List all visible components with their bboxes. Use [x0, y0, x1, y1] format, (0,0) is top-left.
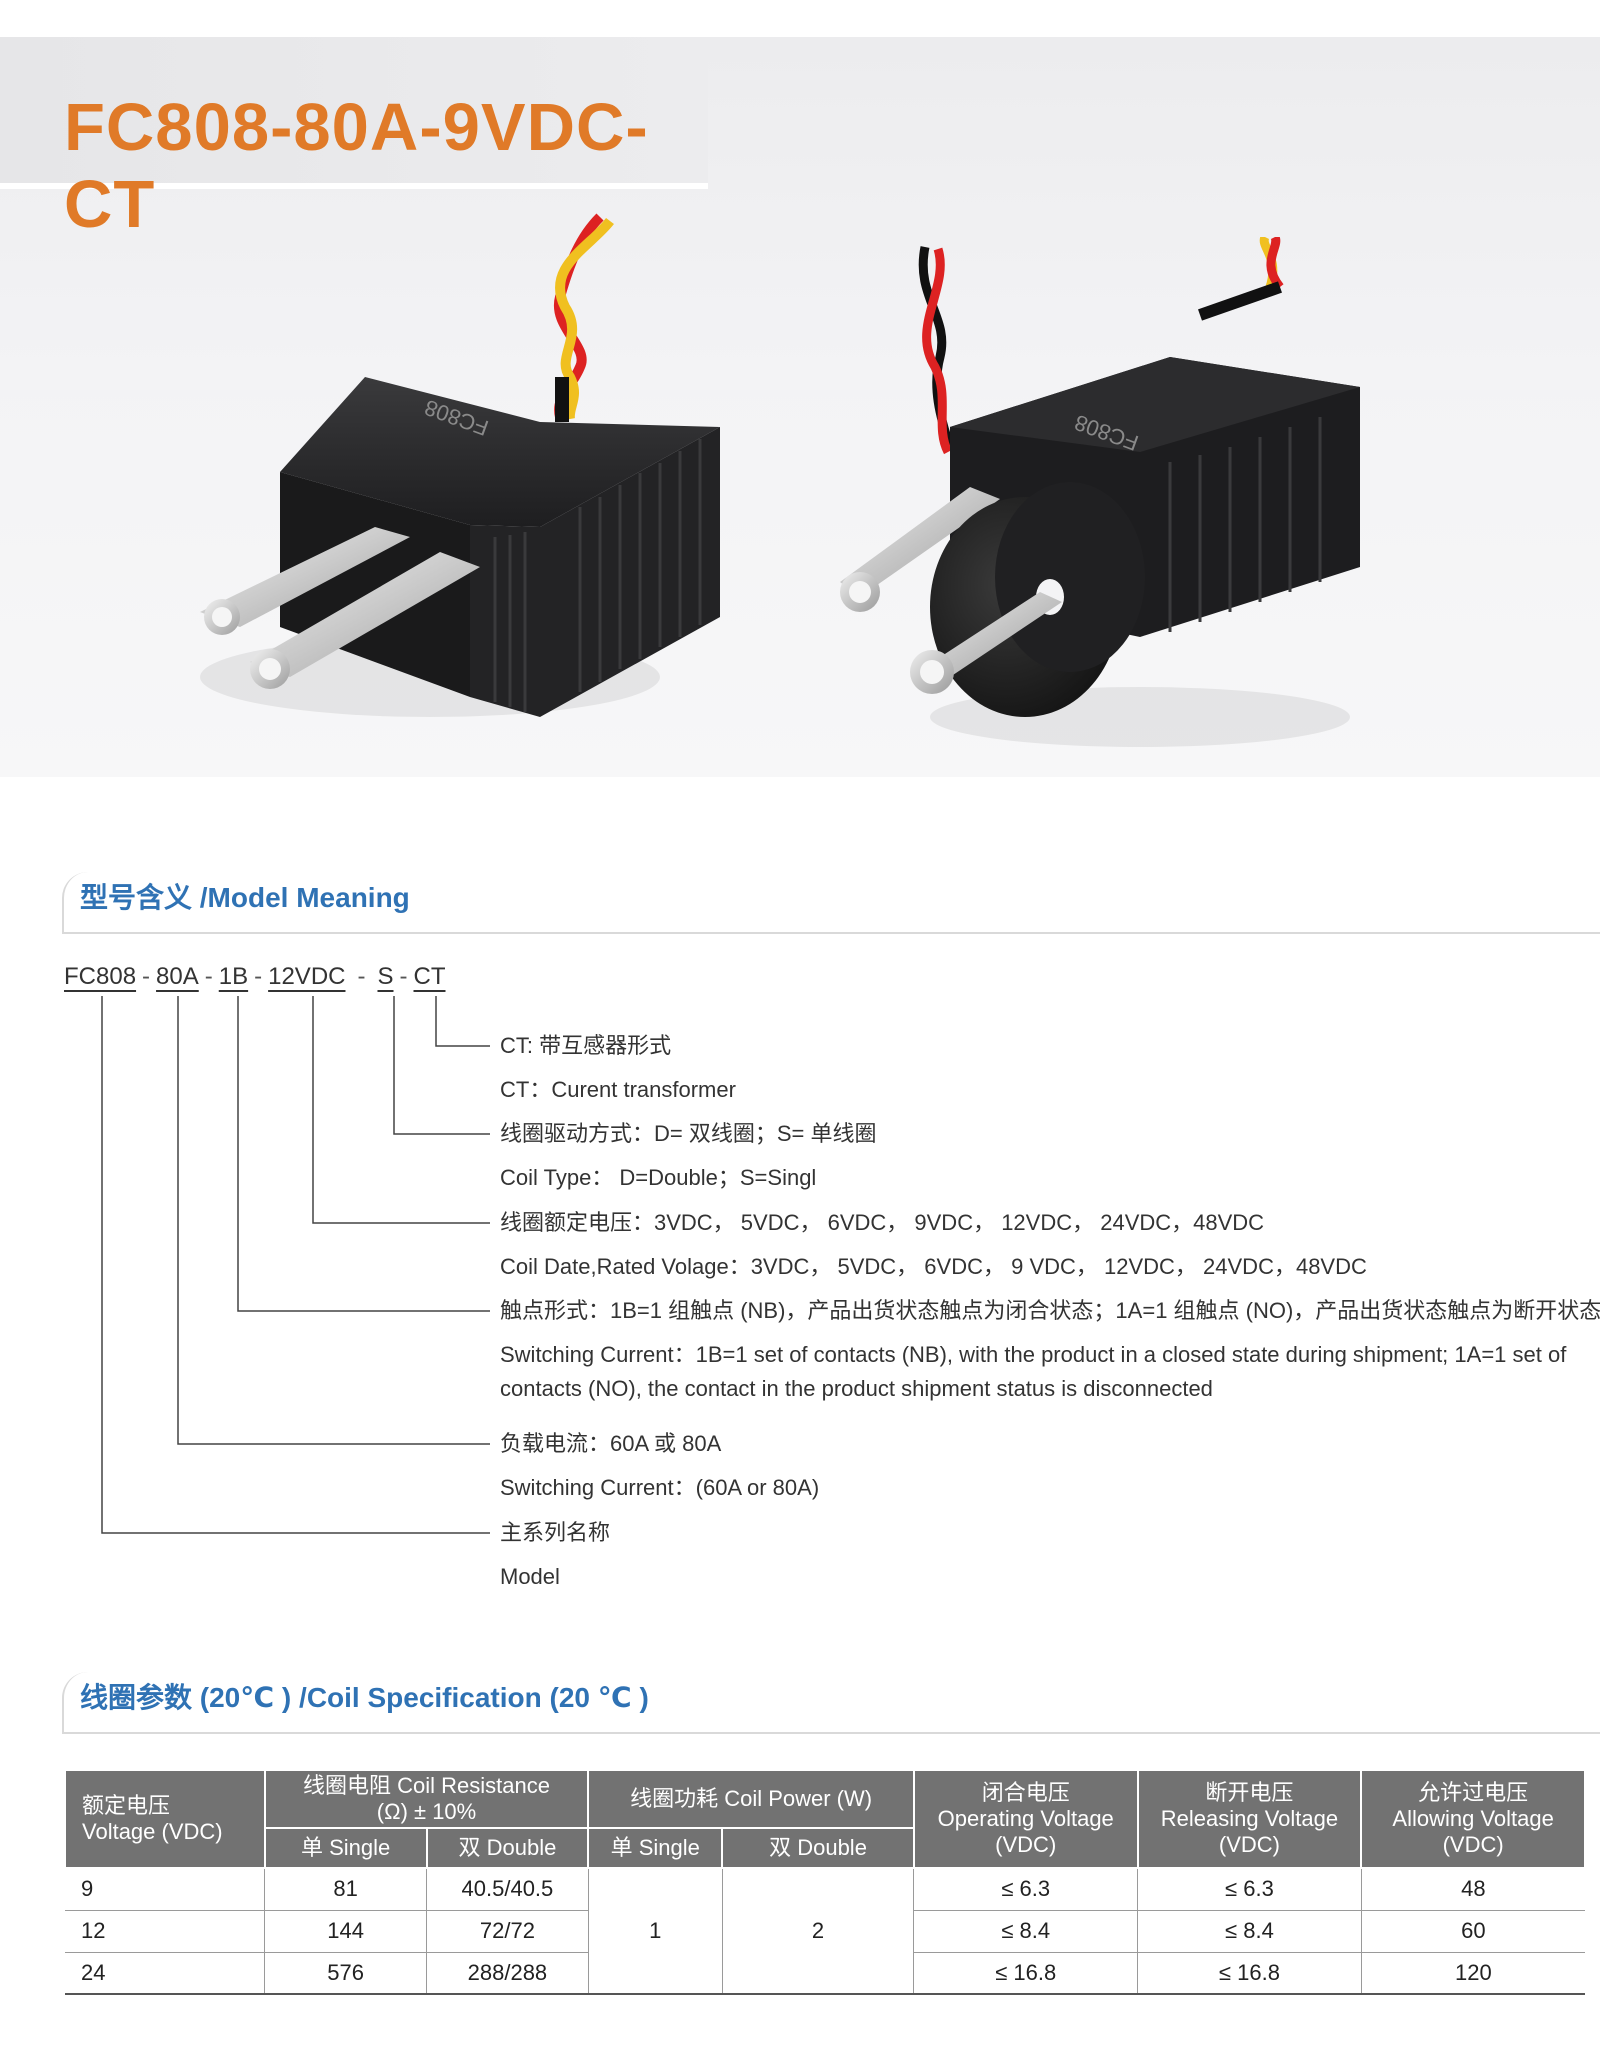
- section-title: 线圈参数 (20℃ ) /Coil Specification (20 ℃ ): [80, 1682, 649, 1713]
- table-row: 12 144 72/72 ≤ 8.4 ≤ 8.4 60: [65, 1910, 1585, 1953]
- cell-res-double: 72/72: [426, 1910, 589, 1953]
- cell-releasing: ≤ 16.8: [1137, 1952, 1362, 1995]
- desc-voltage-cn: 线圈额定电压：3VDC， 5VDC， 6VDC， 9VDC， 12VDC， 24…: [500, 1210, 1265, 1235]
- code-voltage: 12VDC: [268, 963, 346, 990]
- relay-photo-left: FC808: [160, 207, 720, 767]
- desc-coil-type-en: Coil Type： D=Double；S=Singl: [500, 1165, 817, 1190]
- product-hero: FC808-80A-9VDC-CT: [0, 37, 1600, 777]
- th-power-single: 单 Single: [587, 1827, 724, 1869]
- cell-releasing: ≤ 6.3: [1137, 1867, 1362, 1911]
- th-power-double: 双 Double: [721, 1827, 915, 1869]
- desc-coil-type-cn: 线圈驱动方式：D= 双线圈；S= 单线圈: [500, 1121, 877, 1146]
- section-coil-spec: 线圈参数 (20℃ ) /Coil Specification (20 ℃ ): [62, 1672, 1600, 1734]
- cell-operating: ≤ 6.3: [913, 1867, 1139, 1911]
- cell-power-double: 2: [722, 1867, 915, 1995]
- desc-ct-en: CT：Curent transformer: [500, 1077, 736, 1102]
- desc-load-en: Switching Current：(60A or 80A): [500, 1475, 820, 1500]
- cell-res-single: 144: [264, 1910, 427, 1953]
- section-title: 型号含义 /Model Meaning: [80, 882, 410, 913]
- desc-model-cn: 主系列名称: [500, 1520, 611, 1545]
- title-bar: FC808-80A-9VDC-CT: [0, 37, 708, 242]
- code-coil-type: S: [377, 963, 394, 990]
- cell-operating: ≤ 16.8: [913, 1952, 1139, 1995]
- cell-allowing: 48: [1361, 1867, 1585, 1911]
- code-ct: CT: [413, 963, 446, 990]
- table-row: 24 576 288/288 ≤ 16.8 ≤ 16.8 120: [65, 1952, 1585, 1995]
- cell-res-single: 81: [264, 1867, 427, 1911]
- cell-res-single: 576: [264, 1952, 427, 1995]
- th-res-single: 单 Single: [263, 1827, 428, 1869]
- cell-releasing: ≤ 8.4: [1137, 1910, 1362, 1953]
- cell-voltage: 24: [65, 1952, 266, 1995]
- th-coil-power: 线圈功耗 Coil Power (W): [587, 1769, 915, 1829]
- code-contact: 1B: [218, 963, 249, 990]
- cell-allowing: 120: [1361, 1952, 1585, 1995]
- th-res-double: 双 Double: [425, 1827, 590, 1869]
- cell-res-double: 40.5/40.5: [426, 1867, 589, 1911]
- th-allowing-voltage: 允许过电压 Allowing Voltage (VDC): [1360, 1769, 1586, 1869]
- code-current: 80A: [156, 963, 199, 990]
- th-operating-voltage: 闭合电压 Operating Voltage (VDC): [912, 1769, 1139, 1869]
- code-series: FC808: [64, 963, 137, 990]
- desc-model-en: Model: [500, 1564, 560, 1589]
- product-title: FC808-80A-9VDC-CT: [64, 90, 649, 242]
- cell-res-double: 288/288: [426, 1952, 589, 1995]
- desc-contact-cn: 触点形式：1B=1 组触点 (NB)，产品出货状态触点为闭合状态；1A=1 组触…: [500, 1298, 1600, 1323]
- desc-load-cn: 负载电流：60A 或 80A: [500, 1431, 722, 1456]
- desc-ct-cn: CT: 带互感器形式: [500, 1033, 672, 1058]
- coil-spec-table: 额定电压 Voltage (VDC) 线圈电阻 Coil Resistance …: [64, 1769, 1586, 1995]
- desc-contact-en: Switching Current：1B=1 set of contacts (…: [500, 1342, 1567, 1401]
- cell-power-single: 1: [588, 1867, 723, 1995]
- th-rated-voltage: 额定电压 Voltage (VDC): [64, 1769, 266, 1869]
- desc-voltage-en: Coil Date,Rated Volage：3VDC， 5VDC， 6VDC，…: [500, 1254, 1367, 1279]
- th-releasing-voltage: 断开电压 Releasing Voltage (VDC): [1136, 1769, 1363, 1869]
- cell-voltage: 12: [65, 1910, 266, 1953]
- table-row: 9 81 40.5/40.5 1 2 ≤ 6.3 ≤ 6.3 48: [65, 1867, 1585, 1995]
- cell-voltage: 9: [65, 1867, 266, 1911]
- th-coil-resistance: 线圈电阻 Coil Resistance (Ω) ± 10%: [263, 1769, 590, 1829]
- section-model-meaning: 型号含义 /Model Meaning: [62, 872, 1600, 934]
- model-code-connectors: [101, 996, 490, 1534]
- cell-operating: ≤ 8.4: [913, 1910, 1139, 1953]
- model-code: FC808-80A-1B-12VDC-S-CT: [64, 963, 446, 990]
- relay-photo-right: FC808: [840, 237, 1400, 757]
- cell-allowing: 60: [1361, 1910, 1585, 1953]
